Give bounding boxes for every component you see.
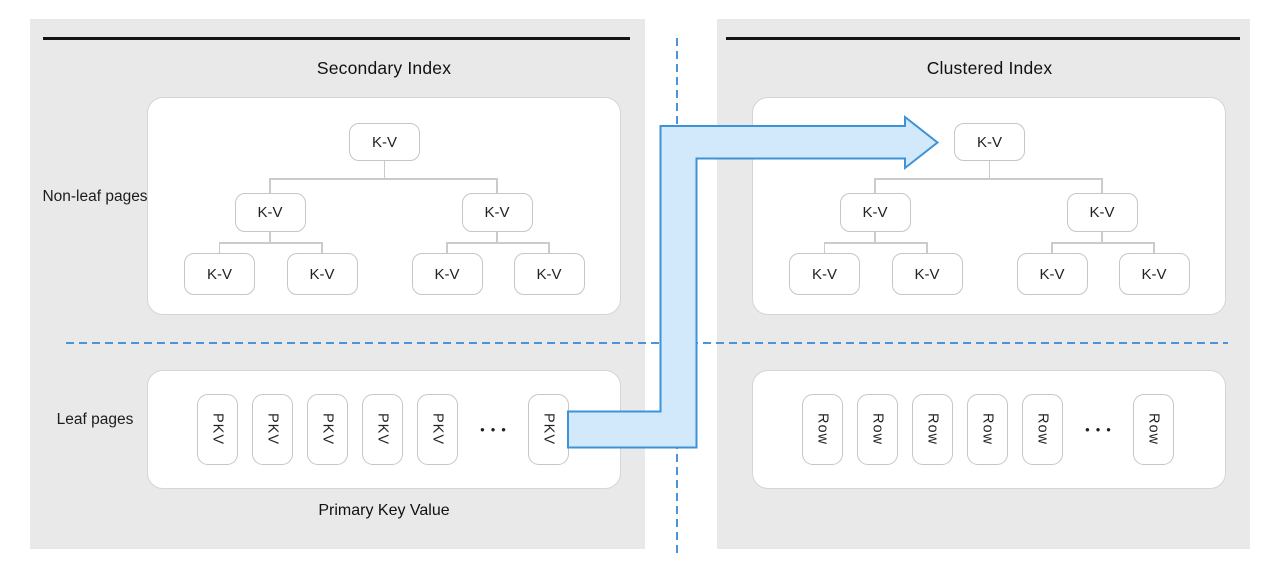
tree-connector [446,242,448,254]
tree-node-child: K-V [839,193,911,232]
secondary-leaf-container: PKV PKV PKV PKV PKV ••• PKV [147,370,621,489]
leaf-pages-label: Leaf pages [56,411,134,428]
tree-node-child: K-V [461,193,533,232]
pkv-cell: PKV [417,394,458,465]
tree-connector [447,242,549,244]
tree-connector [988,161,991,179]
secondary-leaf-row: PKV PKV PKV PKV PKV ••• PKV [197,394,569,465]
row-cell: Row [1133,394,1174,465]
secondary-tree-container: K-V K-V K-V K-V K-V K-V K-V [147,97,621,315]
tree-connector [496,232,498,243]
secondary-index-title: Secondary Index [316,58,452,78]
tree-connector [219,242,322,244]
tree-node-leaf: K-V [286,253,358,295]
clustered-tree-container: K-V K-V K-V K-V K-V K-V K-V [752,97,1226,315]
clustered-index-title: Clustered Index [926,58,1053,78]
tree-connector [874,178,876,194]
row-cell: Row [857,394,898,465]
tree-node-leaf: K-V [1016,253,1088,295]
tree-node-leaf: K-V [789,253,860,295]
pkv-cell: PKV [252,394,293,465]
tree-connector [218,242,221,254]
tree-connector [548,242,550,254]
clustered-leaf-container: Row Row Row Row Row ••• Row [752,370,1226,489]
row-cell: Row [802,394,843,465]
tree-node-leaf: K-V [1118,253,1190,295]
tree-connector [270,178,498,180]
tree-connector [926,242,928,254]
tree-node-root: K-V [349,123,420,161]
row-cell: Row [912,394,953,465]
tree-node-leaf: K-V [891,253,963,295]
tree-connector [824,242,927,244]
tree-connector [1101,178,1103,194]
tree-connector [874,232,876,243]
pkv-cell: PKV [307,394,348,465]
tree-node-child: K-V [234,193,306,232]
tree-node-leaf: K-V [513,253,585,295]
non-leaf-pages-label: Non-leaf pages [42,188,148,205]
tree-node-child: K-V [1066,193,1138,232]
tree-connector [1051,242,1053,254]
pkv-cell: PKV [528,394,569,465]
tree-connector [269,232,271,243]
tree-connector [269,178,271,194]
tree-node-leaf: K-V [411,253,483,295]
row-cell: Row [967,394,1008,465]
secondary-title-rule [43,37,630,40]
clustered-title-rule [726,37,1240,40]
tree-node-root: K-V [954,123,1025,161]
tree-connector [1052,242,1154,244]
tree-connector [321,242,323,254]
tree-connector [1101,232,1103,243]
clustered-leaf-row: Row Row Row Row Row ••• Row [802,394,1174,465]
pkv-cell: PKV [362,394,403,465]
row-cell: Row [1022,394,1063,465]
tree-node-leaf: K-V [184,253,255,295]
pkv-cell: PKV [197,394,238,465]
tree-connector [1153,242,1155,254]
tree-connector [875,178,1103,180]
tree-connector [823,242,826,254]
tree-connector [496,178,498,194]
ellipsis-dots: ••• [480,422,512,437]
primary-key-value-caption: Primary Key Value [318,502,450,519]
tree-connector [383,161,386,179]
ellipsis-dots: ••• [1085,422,1117,437]
